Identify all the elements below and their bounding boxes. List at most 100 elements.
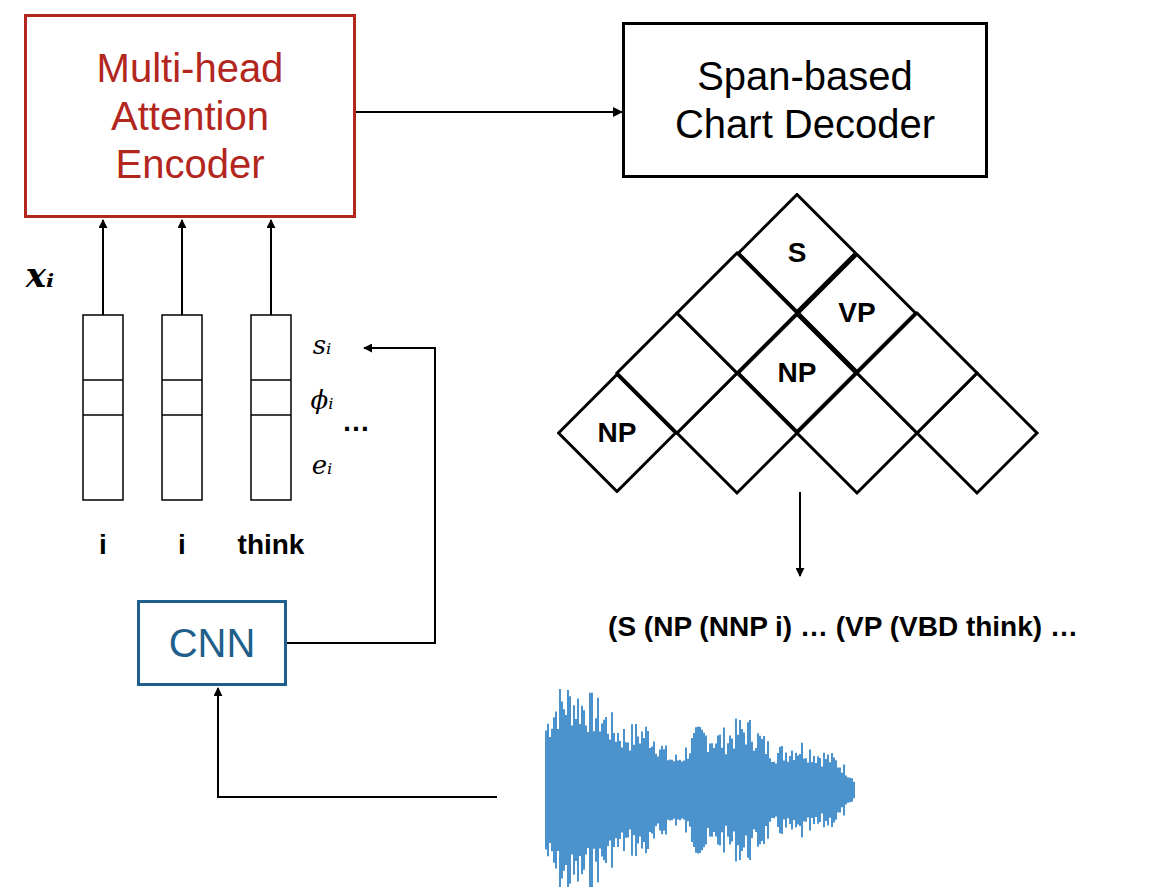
waveform-stroke — [603, 720, 605, 860]
waveform-stroke — [731, 739, 733, 842]
waveform-stroke — [771, 762, 773, 818]
waveform-stroke — [815, 763, 817, 817]
waveform-stroke — [825, 759, 827, 821]
feature-symbol: sᵢ — [313, 330, 332, 360]
waveform-stroke — [849, 778, 851, 803]
waveform-stroke — [587, 732, 589, 848]
waveform-stroke — [675, 755, 677, 826]
waveform-stroke — [843, 765, 845, 816]
waveform-stroke — [733, 749, 735, 832]
waveform-stroke — [585, 726, 587, 855]
waveform-stroke — [723, 728, 725, 853]
waveform-stroke — [645, 727, 647, 853]
waveform-stroke — [649, 748, 651, 832]
constituent-label: S — [788, 236, 807, 270]
waveform-stroke — [807, 763, 809, 818]
waveform-stroke — [691, 738, 693, 842]
waveform-stroke — [777, 753, 779, 827]
waveform-stroke — [577, 699, 579, 882]
waveform-stroke — [751, 742, 753, 838]
waveform-stroke — [673, 761, 675, 818]
waveform-stroke — [795, 753, 797, 827]
waveform-stroke — [737, 735, 739, 846]
waveform-stroke — [775, 764, 777, 817]
waveform-stroke — [653, 742, 655, 839]
waveform-stroke — [763, 736, 765, 844]
waveform-stroke — [791, 751, 793, 830]
waveform-stroke — [707, 752, 709, 828]
waveform-stroke — [833, 758, 835, 823]
waveform-stroke — [845, 776, 847, 805]
constituent-label: NP — [778, 356, 817, 390]
waveform-stroke — [729, 735, 731, 844]
waveform-stroke — [793, 760, 795, 820]
waveform-stroke — [631, 724, 633, 855]
waveform-stroke — [633, 745, 635, 835]
waveform-stroke — [555, 712, 557, 869]
waveform-stroke — [741, 729, 743, 851]
waveform-stroke — [797, 756, 799, 825]
waveform-stroke — [767, 741, 769, 839]
waveform-stroke — [567, 690, 569, 887]
waveform-stroke — [719, 734, 721, 845]
waveform-stroke — [769, 758, 771, 822]
waveform-stroke — [613, 733, 615, 847]
waveform-stroke — [753, 751, 755, 830]
waveform-stroke — [817, 756, 819, 824]
waveform-stroke — [711, 743, 713, 837]
waveform-stroke — [659, 750, 661, 831]
waveform-stroke — [571, 726, 573, 855]
waveform-stroke — [681, 762, 683, 819]
waveform-stroke — [689, 753, 691, 827]
waveform-stroke — [715, 744, 717, 837]
waveform-stroke — [705, 735, 707, 844]
waveform-stroke — [589, 693, 591, 887]
waveform-stroke — [781, 746, 783, 834]
waveform-stroke — [667, 760, 669, 820]
waveform-stroke — [677, 761, 679, 820]
waveform-stroke — [599, 731, 601, 848]
waveform-stroke — [721, 748, 723, 833]
waveform-stroke — [799, 754, 801, 826]
waveform-stroke — [739, 720, 741, 860]
waveform-stroke — [551, 729, 553, 851]
waveform-stroke — [549, 737, 551, 843]
waveform-stroke — [727, 743, 729, 837]
waveform-stroke — [837, 767, 839, 812]
waveform-stroke — [709, 744, 711, 837]
waveform-stroke — [643, 738, 645, 842]
parse-output: (S (NP (NNP i) … (VP (VBD think) … — [608, 611, 1078, 643]
waveform-stroke — [685, 747, 687, 832]
waveform-stroke — [607, 734, 609, 847]
waveform-stroke — [679, 760, 681, 820]
waveform-stroke — [835, 760, 837, 820]
waveform-stroke — [657, 757, 659, 824]
waveform-stroke — [609, 739, 611, 840]
waveform-stroke — [557, 729, 559, 851]
connector-arrow — [356, 111, 622, 113]
waveform-stroke — [809, 750, 811, 831]
waveform-stroke — [583, 710, 585, 870]
waveform-stroke — [581, 706, 583, 874]
waveform-stroke — [623, 729, 625, 851]
waveform-stroke — [665, 746, 667, 835]
waveform-stroke — [671, 760, 673, 821]
waveform-stroke — [669, 760, 671, 821]
waveform — [546, 689, 854, 887]
waveform-stroke — [683, 760, 685, 819]
waveform-stroke — [851, 778, 853, 801]
output-arrow — [799, 492, 801, 576]
waveform-stroke — [697, 727, 699, 854]
word-token: i — [99, 529, 107, 561]
decoder-box: Span-based Chart Decoder — [622, 22, 988, 178]
waveform-stroke — [847, 777, 849, 802]
waveform-stroke — [579, 724, 581, 856]
waveform-stroke — [651, 747, 653, 834]
feature-arrow — [287, 348, 435, 643]
chart-cells — [617, 253, 1037, 493]
waveform-stroke — [755, 748, 757, 832]
waveform-stroke — [647, 731, 649, 849]
waveform-stroke — [749, 720, 751, 860]
waveform-stroke — [563, 709, 565, 871]
waveform-stroke — [821, 767, 823, 814]
